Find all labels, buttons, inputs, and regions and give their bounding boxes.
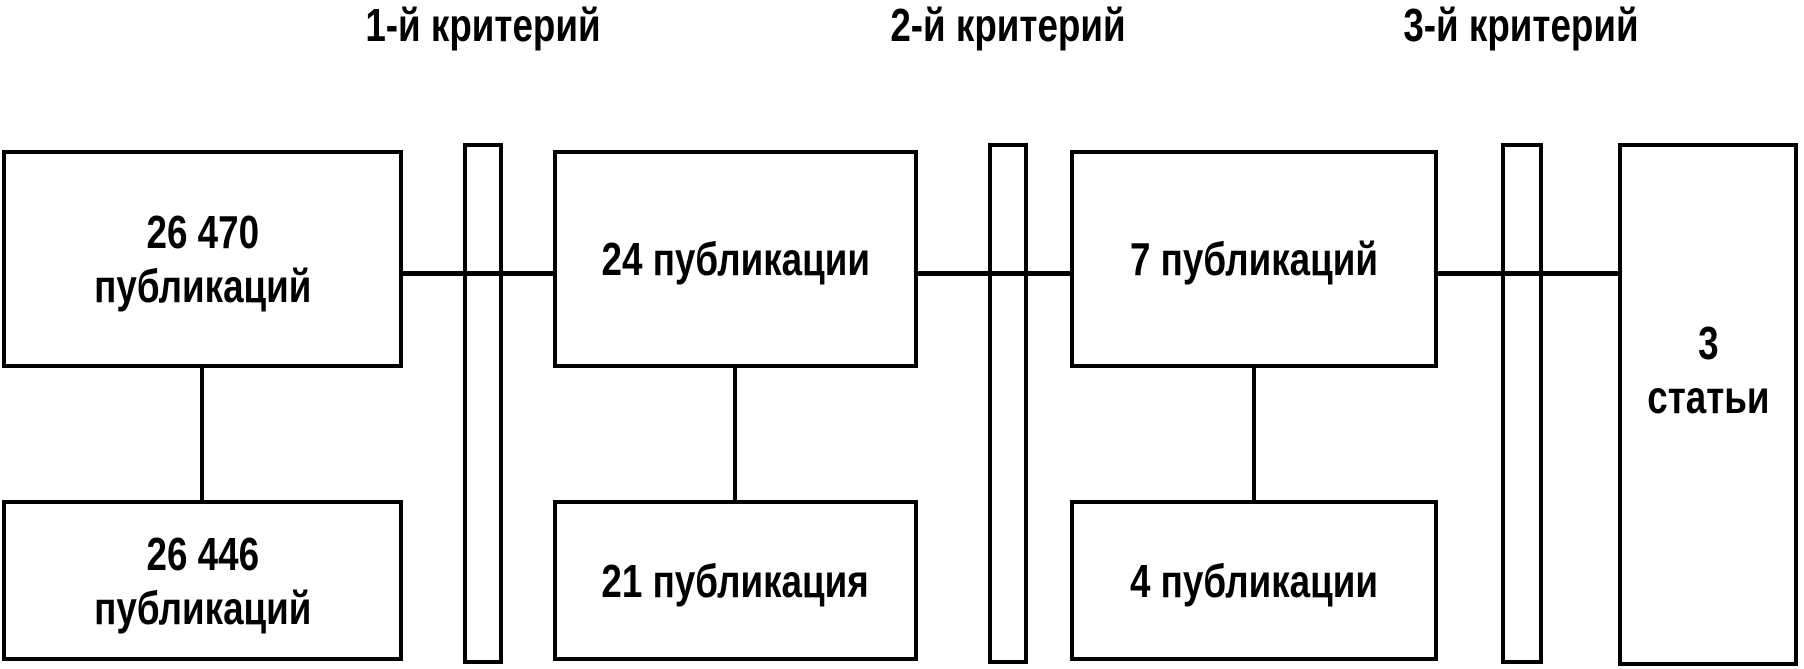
excluded-box-1: 26 446 публикаций [2,500,403,661]
criterion-label-2: 2-й критерий [890,0,1126,51]
filter-bar-2 [988,143,1028,664]
exclusion-connector-1 [200,368,204,500]
excluded-box-3-text: 4 публикации [1130,554,1378,607]
excluded-box-3: 4 публикации [1070,500,1438,661]
exclusion-connector-2 [733,368,737,500]
filter-bar-1 [463,143,503,664]
excluded-box-2-text: 21 публикация [601,554,870,607]
included-box-1-text: 26 470 публикаций [93,206,312,312]
exclusion-connector-3 [1252,368,1256,500]
included-box-3: 7 публикаций [1070,150,1438,368]
excluded-box-2: 21 публикация [553,500,918,661]
criterion-label-1: 1-й критерий [365,0,601,51]
flow-connector-1 [403,271,553,276]
flow-connector-3 [1438,271,1618,276]
filter-bar-3 [1501,143,1543,664]
included-box-3-text: 7 публикаций [1130,233,1378,285]
included-box-2-text: 24 публикации [601,233,870,285]
result-box: 3 статьи [1618,143,1798,666]
flow-connector-2 [918,271,1070,276]
excluded-box-1-text: 26 446 публикаций [93,527,312,634]
criterion-label-3: 3-й критерий [1403,0,1639,51]
included-box-1: 26 470 публикаций [2,150,403,368]
result-box-text: 3 статьи [1646,316,1770,423]
included-box-2: 24 публикации [553,150,918,368]
